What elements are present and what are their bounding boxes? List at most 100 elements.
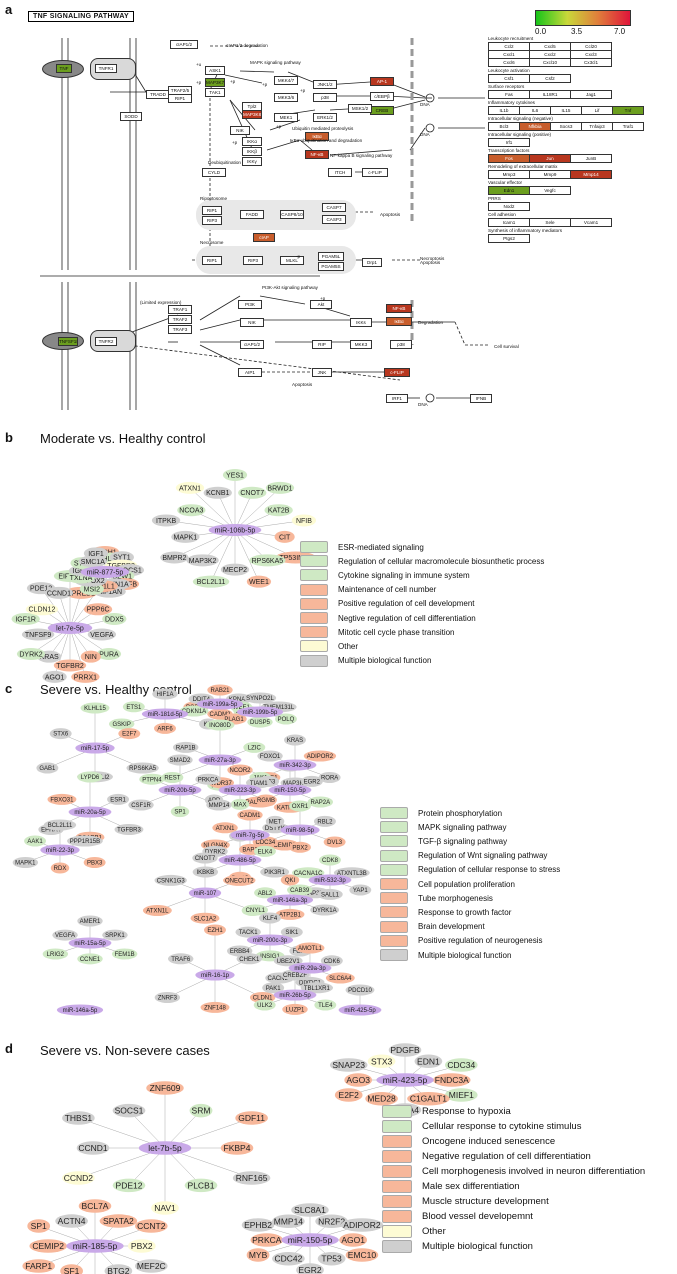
kegg-gene-box: TNFR1 bbox=[95, 64, 117, 73]
gene-label: PBX2 bbox=[131, 1241, 153, 1251]
legend-item: Response to hypoxia bbox=[382, 1104, 511, 1118]
gene-node: TBL1XR1 bbox=[300, 982, 334, 994]
gene-label: THBS1 bbox=[65, 1113, 93, 1123]
gene-label: CACNB4 bbox=[268, 976, 293, 982]
mirna-node: miR-16-1p bbox=[195, 969, 235, 981]
kegg-gene-box: MKK3/6 bbox=[274, 93, 298, 102]
panel-letter-a: a bbox=[5, 2, 13, 17]
gene-node: DUSP5 bbox=[247, 716, 273, 728]
gene-node: MED28 bbox=[365, 1091, 398, 1106]
gene-node: AMER1 bbox=[77, 915, 103, 927]
mirna-node: let-7e-5p bbox=[47, 622, 93, 634]
mirna-label: miR-20b-5p bbox=[164, 788, 196, 794]
gene-label: MAX bbox=[233, 803, 246, 809]
gene-node: TRAF6 bbox=[168, 953, 194, 965]
gene-node: PRKCA bbox=[195, 773, 221, 785]
gene-label: KLF4 bbox=[263, 916, 278, 922]
gene-label: SALL1 bbox=[321, 893, 340, 899]
gene-label: PBX3 bbox=[87, 861, 103, 867]
legend-label: MAPK signaling pathway bbox=[418, 822, 507, 832]
gene-label: SYT1 bbox=[113, 555, 131, 562]
legend-swatch bbox=[382, 1104, 412, 1118]
mirna-label: miR-423-5p bbox=[383, 1075, 428, 1085]
target-gene-box: Vegfc bbox=[529, 186, 571, 195]
gene-label: E2F7 bbox=[122, 732, 137, 738]
gene-label: STX6 bbox=[53, 732, 69, 738]
gene-label: ATXNTL3B bbox=[337, 871, 367, 877]
gene-label: SNAP23 bbox=[332, 1060, 365, 1070]
kegg-gene-box: IKKs bbox=[350, 318, 372, 327]
gene-node: GSKIP bbox=[108, 718, 135, 730]
gene-node: CCND1 bbox=[76, 1141, 110, 1155]
legend-item: Brain development bbox=[380, 920, 485, 933]
legend-item: Oncogene induced senescence bbox=[382, 1134, 555, 1148]
colorbar bbox=[535, 10, 631, 26]
kegg-gene-box: IKKγ bbox=[242, 157, 262, 166]
gene-label: AGO3 bbox=[346, 1075, 370, 1085]
mirna-label: miR-29a-3p bbox=[294, 966, 326, 972]
legend-item: Mitotic cell cycle phase transition bbox=[300, 626, 455, 639]
gene-node: EMC10 bbox=[345, 1248, 379, 1262]
gene-label: OXR1 bbox=[292, 804, 309, 810]
legend-label: Negative regulation of cell differentiat… bbox=[422, 1150, 591, 1162]
gene-label: AMOTL1 bbox=[298, 946, 323, 952]
kegg-label: Cell survival bbox=[494, 344, 519, 349]
kegg-gene-box: TRAF3 bbox=[168, 325, 192, 334]
gene-label: SP1 bbox=[174, 810, 186, 816]
gene-node: SLC1A2 bbox=[190, 912, 220, 924]
gene-node: TP53 bbox=[317, 1251, 346, 1266]
gene-label: MET bbox=[269, 819, 282, 825]
gene-node: KAT2B bbox=[264, 504, 293, 517]
gene-node: ZNF609 bbox=[146, 1081, 184, 1095]
gene-node: BTG2 bbox=[104, 1264, 133, 1274]
legend-swatch bbox=[382, 1149, 412, 1163]
mirna-node: miR-26b-5p bbox=[273, 989, 317, 1001]
legend-swatch bbox=[382, 1239, 412, 1253]
mirna-node: miR-106b-5p bbox=[208, 524, 262, 536]
legend-label: Negtive regulation of cell differentiati… bbox=[338, 613, 476, 623]
gene-label: WEE1 bbox=[249, 579, 269, 586]
kegg-label: Ubiquitin mediated proteolysis bbox=[292, 126, 354, 131]
gene-label: DYRK1A bbox=[313, 908, 337, 914]
legend-label: ESR-mediated signaling bbox=[338, 542, 424, 552]
mirna-node: miR-223-3p bbox=[218, 784, 262, 796]
gene-label: PDCD10 bbox=[348, 988, 372, 994]
legend-swatch bbox=[382, 1209, 412, 1223]
gene-node: FBXO31 bbox=[47, 793, 77, 805]
gene-label: KRAS bbox=[287, 738, 303, 744]
colorbar-tick-0: 0.0 bbox=[535, 27, 547, 36]
mirna-label: miR-486-5p bbox=[224, 858, 256, 864]
gene-label: ATXN1 bbox=[179, 485, 201, 492]
gene-label: QKI bbox=[285, 878, 296, 884]
gene-label: PTPN4 bbox=[142, 777, 162, 783]
mirna-label: miR-16-1p bbox=[201, 973, 230, 979]
target-group-heading: Leukocyte activation bbox=[488, 68, 530, 73]
gene-node: CSF1R bbox=[128, 799, 154, 811]
gene-node: EPHB2 bbox=[241, 1218, 275, 1232]
gene-label: CLDN12 bbox=[29, 607, 56, 614]
gene-label: TACK1 bbox=[239, 930, 259, 936]
gene-label: CNOT7 bbox=[195, 856, 216, 862]
gene-label: STX3 bbox=[371, 1056, 393, 1066]
gene-label: INSIG1 bbox=[260, 954, 280, 960]
legend-swatch bbox=[380, 949, 408, 961]
legend-swatch bbox=[380, 835, 408, 848]
gene-label: ARF6 bbox=[157, 727, 173, 733]
gene-node: DYRK2 bbox=[16, 648, 46, 660]
gene-label: BTG2 bbox=[107, 1266, 129, 1274]
gene-node: VEGFA bbox=[87, 628, 117, 641]
gene-node: CNOT7 bbox=[238, 486, 267, 499]
mirna-label: miR-223-3p bbox=[224, 788, 256, 794]
mirna-label: miR-199b-5p bbox=[243, 710, 278, 716]
gene-node: MET bbox=[265, 815, 285, 827]
legend-swatch bbox=[380, 849, 408, 862]
gene-label: CSNK1G3 bbox=[157, 879, 186, 885]
kegg-gene-box: IKKα bbox=[242, 137, 262, 146]
gene-label: CCNT2 bbox=[137, 1221, 166, 1231]
mirna-node: miR-200c-3p bbox=[246, 934, 294, 946]
gene-node: UBE2V1 bbox=[273, 955, 303, 967]
gene-label: PBX2 bbox=[292, 845, 308, 851]
kegg-label: +p bbox=[232, 140, 238, 145]
mirna-node: miR-342-3p bbox=[273, 759, 317, 771]
